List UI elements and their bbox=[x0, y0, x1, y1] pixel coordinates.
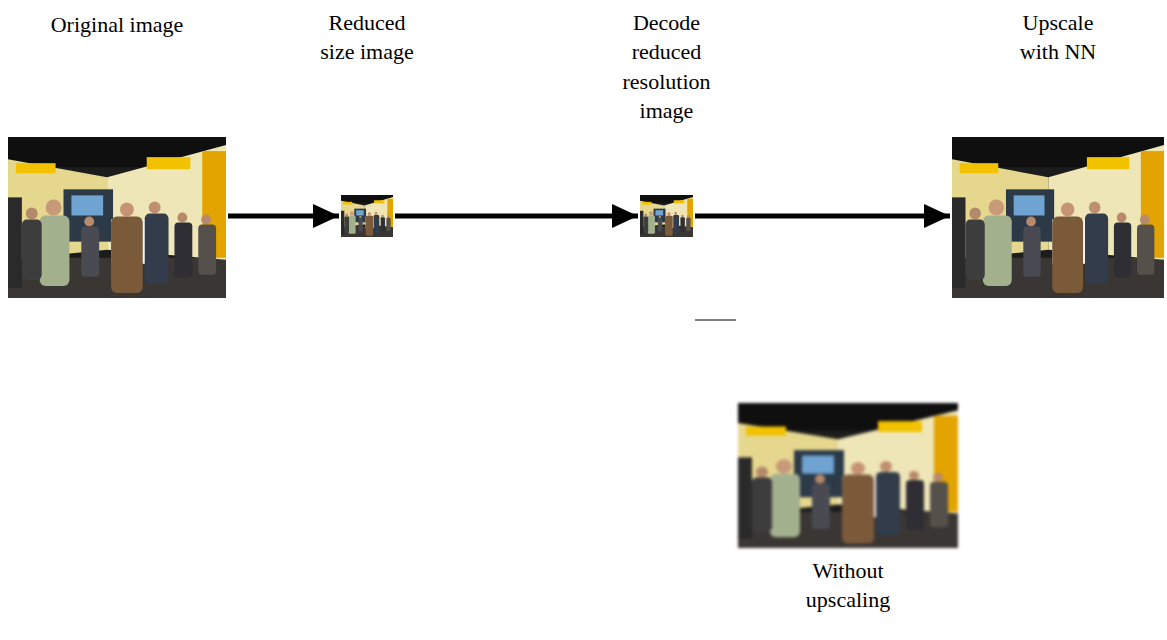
image-stage: Upscale with NN bbox=[952, 137, 1164, 298]
flow-arrow bbox=[695, 214, 950, 219]
stage-caption: Decode reduced resolution image bbox=[611, 8, 723, 125]
scene-blurred-zoom bbox=[738, 403, 958, 548]
stage-caption: Original image bbox=[7, 10, 227, 39]
scene-thumbnail bbox=[640, 195, 693, 237]
scene-blurred-zoom bbox=[738, 403, 958, 548]
scene-photo bbox=[8, 137, 226, 298]
zoom-line bbox=[695, 320, 736, 321]
stage-caption: Without upscaling bbox=[792, 556, 904, 615]
flow-arrow bbox=[395, 214, 638, 219]
scene-photo bbox=[952, 137, 1164, 298]
image-stage: Original image bbox=[8, 137, 226, 298]
scene-photo bbox=[8, 137, 226, 298]
image-stage: Decode reduced resolution image bbox=[640, 195, 693, 237]
flow-arrow bbox=[228, 214, 339, 219]
image-stage: Without upscaling bbox=[738, 403, 958, 548]
image-stage: Reduced size image bbox=[341, 195, 393, 237]
stage-caption: Reduced size image bbox=[315, 8, 419, 67]
scene-thumbnail bbox=[341, 195, 393, 237]
scene-thumbnail bbox=[341, 195, 393, 237]
scene-thumbnail bbox=[640, 195, 693, 237]
stage-caption: Upscale with NN bbox=[1006, 8, 1110, 67]
scene-photo bbox=[952, 137, 1164, 298]
